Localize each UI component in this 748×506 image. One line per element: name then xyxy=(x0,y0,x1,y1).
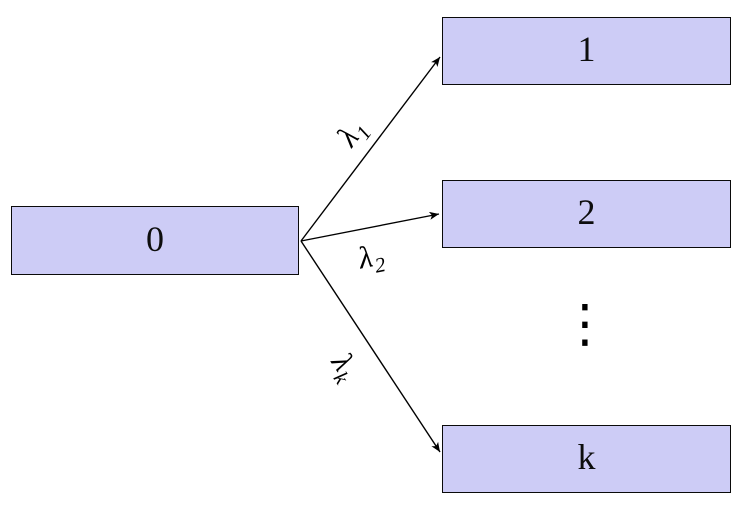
state-node-k: k xyxy=(442,425,731,493)
transition-arrow-0-to-k xyxy=(300,240,441,453)
vertical-ellipsis: ⋮ xyxy=(559,294,611,354)
transition-arrow-0-to-1 xyxy=(300,56,441,242)
state-node-2: 2 xyxy=(442,180,731,248)
state-node-k-label: k xyxy=(577,437,596,477)
state-node-1: 1 xyxy=(442,17,731,85)
transition-arrow-0-to-2 xyxy=(300,211,440,242)
state-node-2-label: 2 xyxy=(577,192,596,232)
state-node-0-label: 0 xyxy=(146,218,164,259)
state-node-1-label: 1 xyxy=(577,29,596,69)
state-node-0: 0 xyxy=(11,206,299,275)
